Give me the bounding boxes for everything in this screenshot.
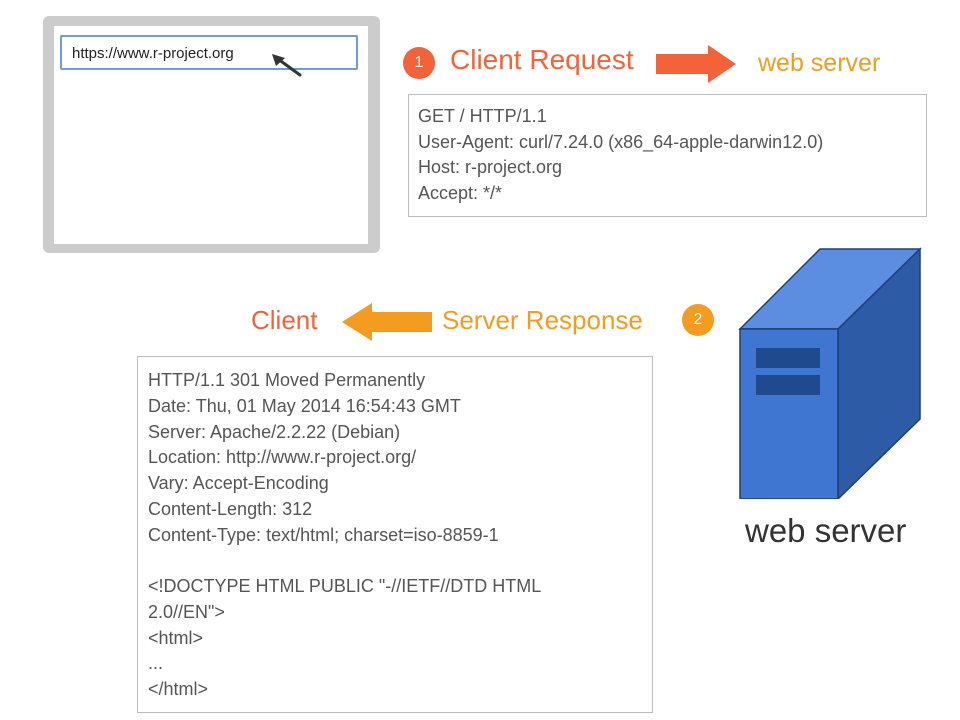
response-line: 2.0//EN"> [148,601,225,622]
response-line [148,549,652,575]
request-line: User-Agent: curl/7.24.0 (x86_64-apple-da… [418,131,824,152]
request-line: Host: r-project.org [418,157,563,177]
response-line: </html> [148,679,209,700]
response-target-label: Client [251,305,318,335]
response-line: <!DOCTYPE HTML PUBLIC "-//IETF//DTD HTML [148,576,542,597]
request-line: Accept: */* [418,182,503,203]
response-line: Vary: Accept-Encoding [148,473,329,494]
response-line: Location: http://www.r-project.org/ [148,447,417,468]
response-line: Content-Type: text/html; charset=iso-885… [148,524,499,545]
response-line: Content-Length: 312 [148,498,313,519]
response-line: ... [148,653,164,674]
request-target-label: web server [758,49,881,77]
request-line: GET / HTTP/1.1 [418,106,547,126]
arrow-right-icon [656,45,736,83]
response-line: Server: Apache/2.2.22 (Debian) [148,421,401,442]
client-request-label: Client Request [450,44,634,75]
arrow-left-icon [342,303,432,341]
server-response-label: Server Response [442,305,643,335]
server-drive-bay-2 [756,375,820,395]
response-line: Date: Thu, 01 May 2014 16:54:43 GMT [148,395,461,416]
mouse-pointer-icon [272,54,302,77]
response-line: <html> [148,627,204,648]
server-drive-bay-1 [756,348,820,368]
url-bar[interactable]: https://www.r-project.org [60,35,358,70]
server-tower-icon [738,247,922,499]
step-1-badge: 1 [403,47,435,79]
web-server-caption: web server [745,512,907,549]
step-2-badge: 2 [682,304,714,336]
response-line: HTTP/1.1 301 Moved Permanently [148,370,426,390]
